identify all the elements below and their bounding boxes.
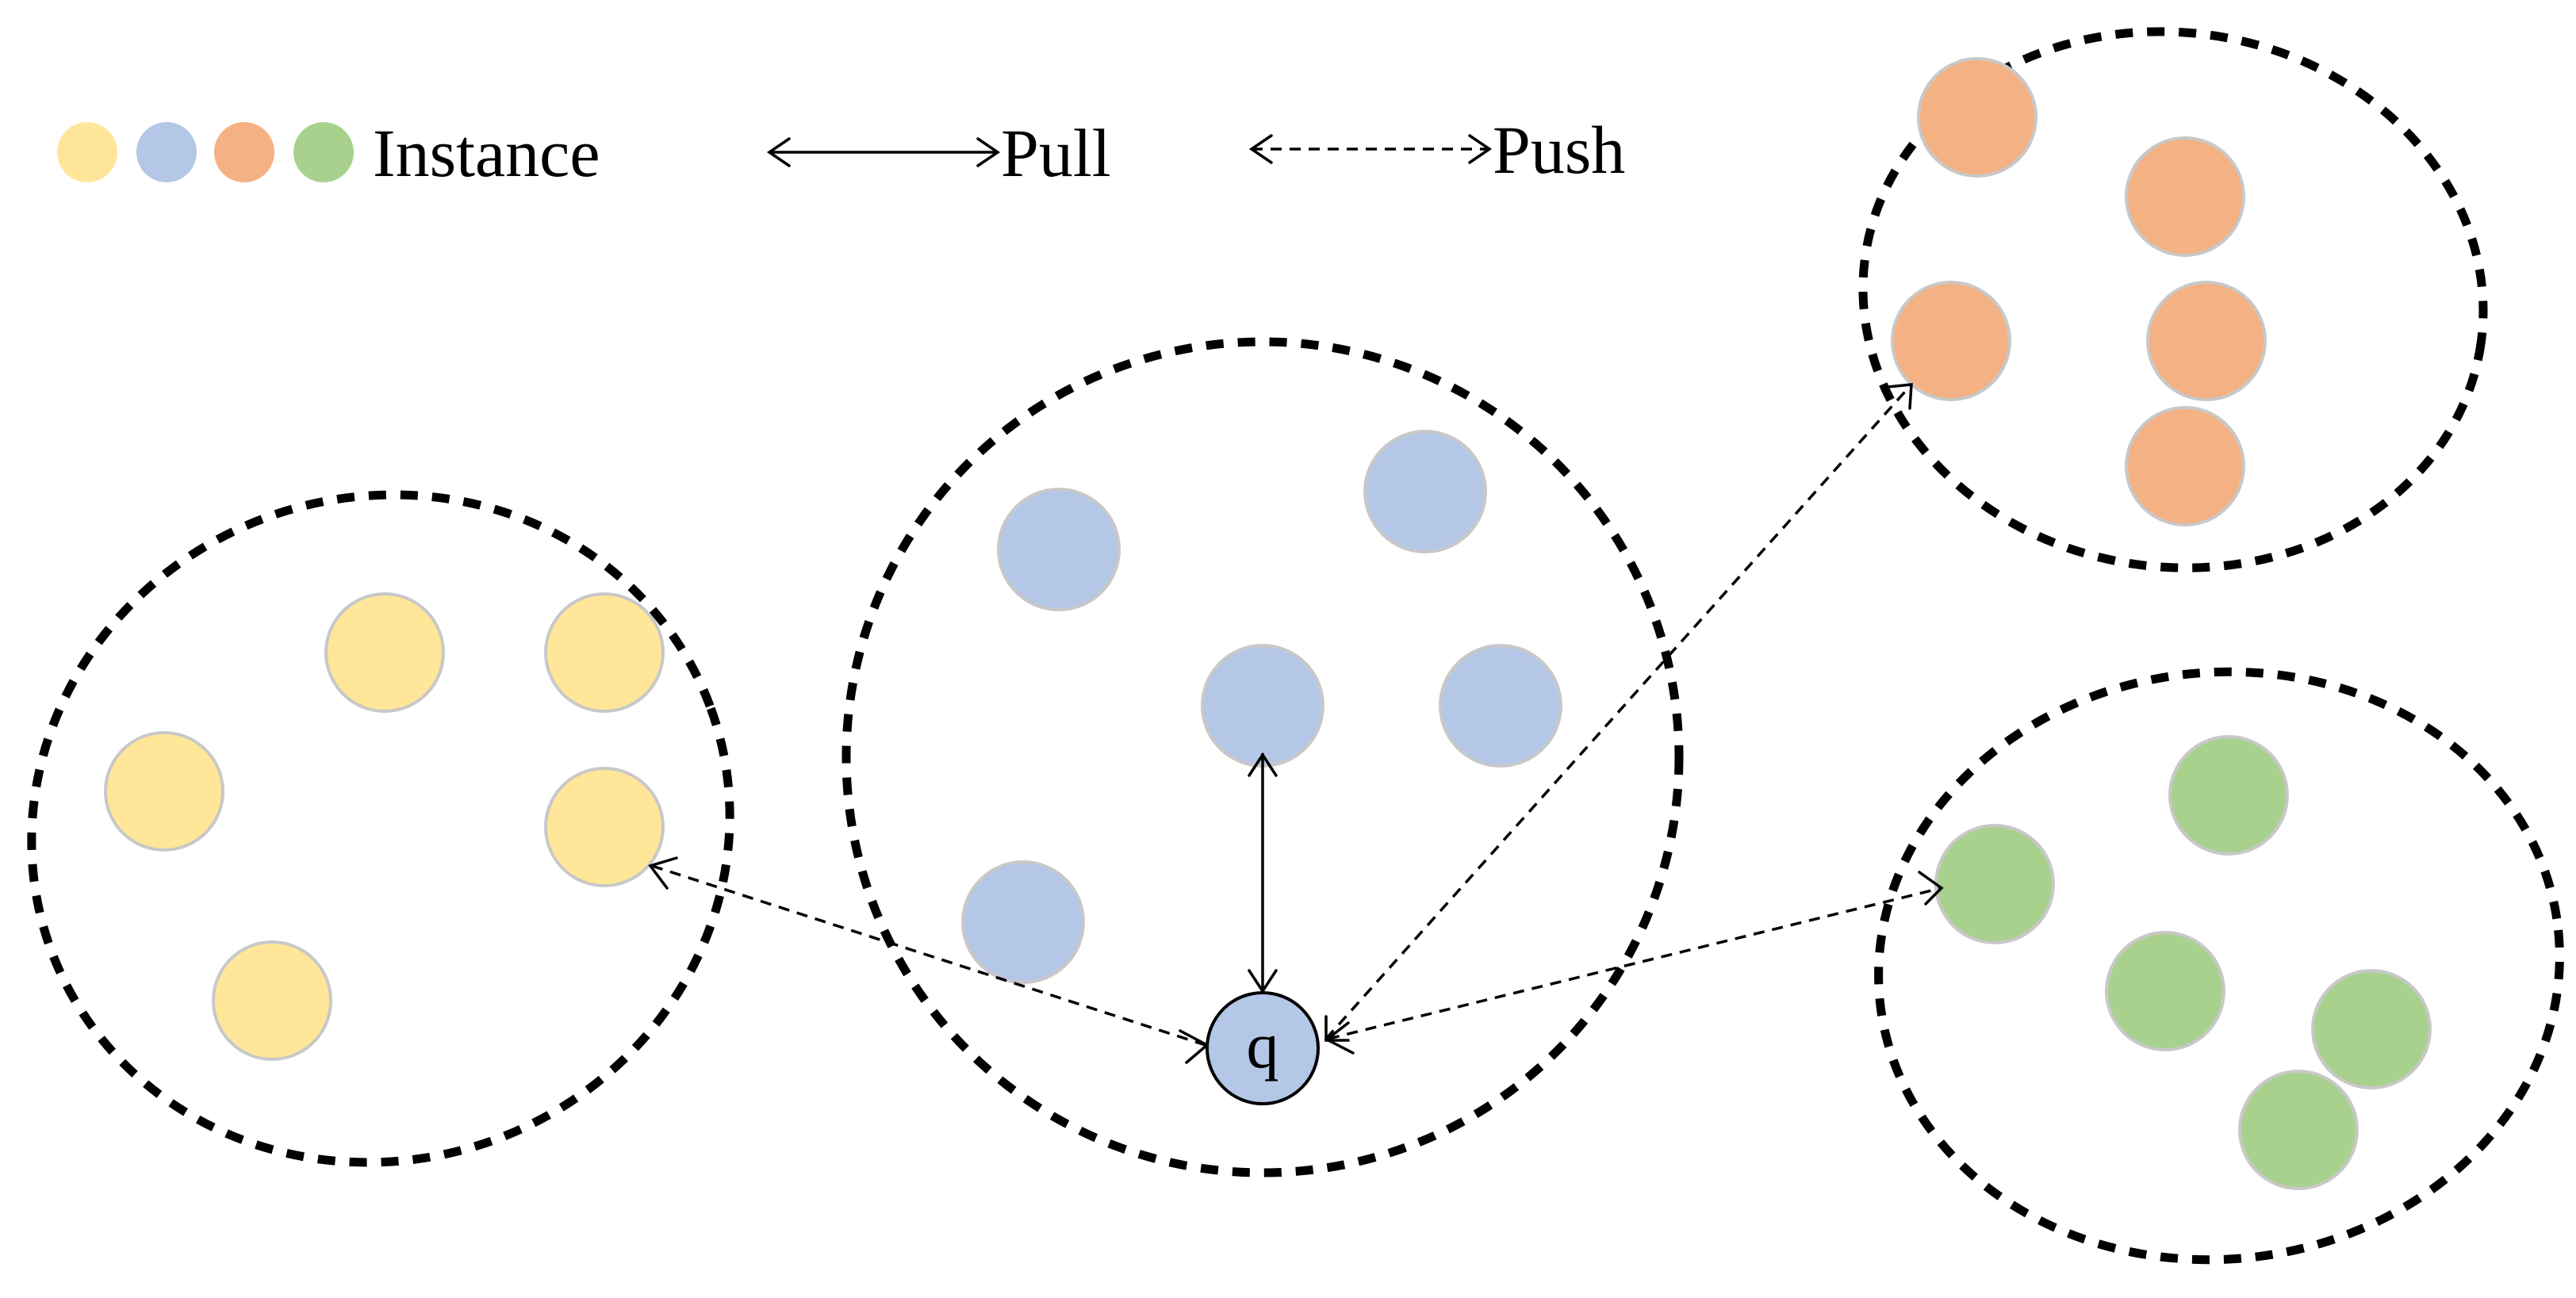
instance-node [961,860,1085,984]
instance-node [2125,406,2245,526]
instance-node [324,592,445,713]
green-cluster [1934,735,2432,1190]
instance-node [1201,644,1324,768]
instance-node [1439,644,1562,768]
query-circle [1206,991,1320,1105]
instance-node [1934,824,2055,944]
yellow-cluster [104,592,665,1061]
instance-node [544,767,665,887]
legend-swatch-blue [136,122,197,182]
instance-node [2168,735,2289,856]
instance-node [997,488,1121,611]
orange-cluster-outline [1858,27,2488,572]
legend-swatch-orange [214,122,274,182]
green-cluster-outline [1874,667,2564,1265]
instance-node [1917,57,2037,178]
instance-node [2238,1070,2359,1190]
legend-pull-label: Pull [1001,115,1111,191]
push-arrow-yellow [648,856,1210,1064]
instance-node [212,940,332,1061]
instance-node [2146,281,2267,401]
yellow-cluster-outline [27,490,734,1167]
legend-instance-label: Instance [373,115,600,191]
instance-node [2311,969,2432,1089]
query-label: q [1247,1009,1279,1082]
legend-push-arrow-icon [1248,134,1493,164]
instance-node [1891,281,2011,401]
blue-cluster-outline [841,337,1684,1177]
instance-node [2105,931,2225,1051]
legend-swatch-yellow [57,122,117,182]
instance-node [1363,430,1487,553]
orange-cluster [1891,57,2267,526]
legend-swatch-green [293,122,354,182]
instance-node [2125,136,2245,257]
legend-pull-arrow-icon [766,137,1001,167]
instance-node [544,592,665,713]
legend-push-label: Push [1493,112,1625,188]
push-arrow-green [1324,871,1944,1055]
legend: Instance Pull Push [57,112,1625,191]
instance-node [104,731,224,852]
pull-arrow [1248,752,1278,994]
query-node: q [1206,991,1320,1105]
blue-cluster [961,430,1562,984]
